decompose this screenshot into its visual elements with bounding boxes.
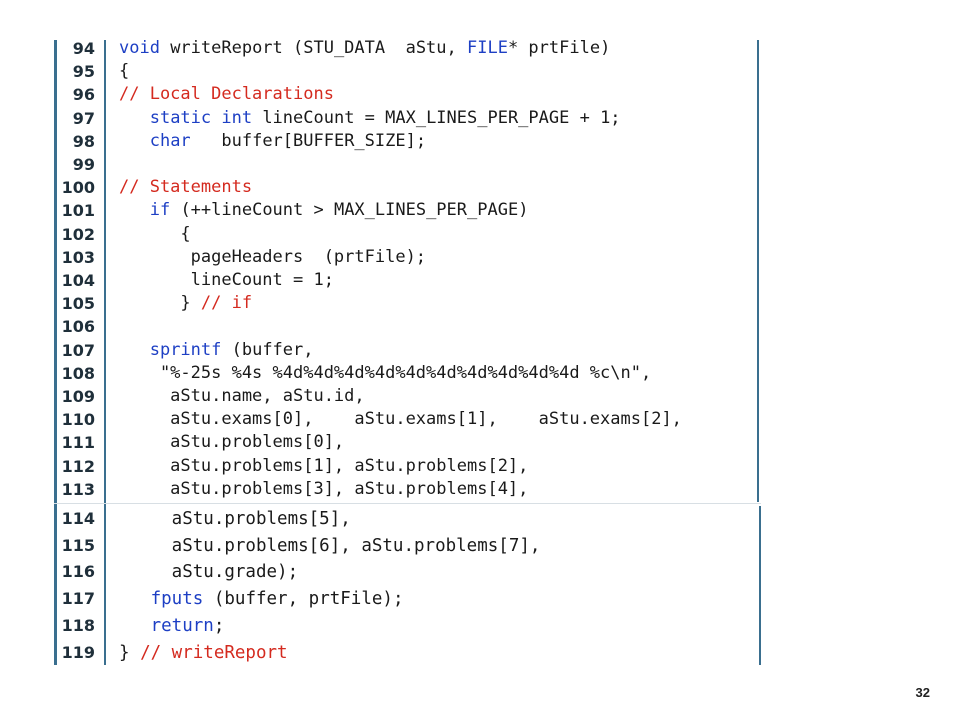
code-text: lineCount = 1; <box>119 269 334 292</box>
code-text: aStu.name, aStu.id, <box>119 385 365 408</box>
code-token: aStu.problems[5], <box>119 509 351 529</box>
code-text: char buffer[BUFFER_SIZE]; <box>119 130 426 153</box>
code-comment: // writeReport <box>140 642 288 663</box>
code-text: aStu.problems[6], aStu.problems[7], <box>119 533 541 559</box>
line-number: 97 <box>72 108 95 128</box>
code-token: aStu.problems[0], <box>119 432 345 453</box>
code-token: aStu.problems[1], aStu.problems[2], <box>119 455 529 476</box>
line-number: 113 <box>61 479 95 499</box>
code-token: pageHeaders (prtFile); <box>119 246 427 267</box>
code-token: aStu.grade); <box>119 562 299 583</box>
line-number: 115 <box>61 535 95 555</box>
gutter-divider <box>104 40 106 665</box>
code-text: aStu.grade); <box>119 559 298 585</box>
line-number: 102 <box>61 224 95 244</box>
code-text: aStu.problems[3], aStu.problems[4], <box>119 478 528 501</box>
code-token: lineCount = MAX_LINES_PER_PAGE + 1; <box>252 107 621 128</box>
code-token: (buffer, <box>221 339 314 360</box>
code-text: "%-25s %4s %4d%4d%4d%4d%4d%4d%4d%4d%4d%4… <box>119 362 651 385</box>
line-number: 119 <box>61 642 95 662</box>
line-number: 107 <box>61 340 95 360</box>
code-token: "%-25s %4s %4d%4d%4d%4d%4d%4d%4d%4d%4d%4… <box>119 362 652 383</box>
code-text: sprintf (buffer, <box>119 339 314 362</box>
line-number: 109 <box>61 387 95 406</box>
line-number: 114 <box>61 509 95 528</box>
section-separator <box>54 503 761 504</box>
code-text: aStu.problems[1], aStu.problems[2], <box>119 455 528 478</box>
code-text: pageHeaders (prtFile); <box>119 246 426 269</box>
line-number: 116 <box>61 562 95 582</box>
line-number: 111 <box>61 433 95 453</box>
code-token: { <box>119 61 130 82</box>
code-text: aStu.exams[0], aStu.exams[1], aStu.exams… <box>119 408 682 431</box>
code-token: (buffer, prtFile); <box>203 589 404 610</box>
code-keyword: void <box>119 38 160 58</box>
right-border-upper <box>757 40 759 502</box>
right-border-lower <box>759 506 761 665</box>
code-text: aStu.problems[5], <box>119 506 351 532</box>
line-number: 117 <box>61 589 95 609</box>
code-token: buffer[BUFFER_SIZE]; <box>190 130 427 151</box>
code-comment: // Local Declarations <box>119 84 334 105</box>
code-token: lineCount = 1; <box>119 270 334 290</box>
code-text: } // writeReport <box>119 640 288 666</box>
code-token <box>119 340 150 360</box>
code-keyword: char <box>149 130 191 151</box>
line-number: 100 <box>61 178 95 198</box>
code-text: void writeReport (STU_DATA aStu, FILE* p… <box>119 37 610 60</box>
line-number: 98 <box>72 131 95 151</box>
code-token <box>119 589 151 609</box>
line-number: 104 <box>61 271 95 290</box>
line-number: 96 <box>72 85 95 105</box>
code-comment: // Statements <box>119 177 253 198</box>
line-number: 101 <box>61 201 95 221</box>
code-keyword: if <box>149 200 171 221</box>
code-token: ; <box>213 615 225 636</box>
code-text: fputs (buffer, prtFile); <box>119 586 404 612</box>
line-number: 110 <box>61 410 95 430</box>
code-keyword: return <box>150 615 214 636</box>
line-number: 106 <box>61 317 95 337</box>
line-number: 95 <box>72 62 95 82</box>
code-token: } <box>119 642 141 663</box>
line-number: 94 <box>72 39 95 58</box>
code-token <box>119 108 150 128</box>
line-number: 105 <box>61 294 95 314</box>
code-keyword: fputs <box>150 589 204 610</box>
code-token <box>119 200 150 220</box>
line-number: 112 <box>61 456 95 476</box>
code-text: aStu.problems[0], <box>119 431 344 454</box>
line-number: 108 <box>61 363 95 383</box>
code-text: { <box>119 223 191 246</box>
code-token: (++lineCount > MAX_LINES_PER_PAGE) <box>170 200 529 221</box>
code-keyword: sprintf <box>149 339 222 360</box>
line-number: 103 <box>61 247 95 267</box>
code-token: writeReport (STU_DATA aStu, <box>159 38 467 58</box>
code-token: } <box>119 293 201 314</box>
code-keyword: static int <box>149 107 253 128</box>
line-number: 99 <box>72 155 95 174</box>
code-token: { <box>119 223 191 244</box>
slide-number: 32 <box>915 685 930 700</box>
code-text: } // if <box>119 292 252 315</box>
code-text: // Statements <box>119 176 252 199</box>
code-text: // Local Declarations <box>119 83 334 106</box>
code-comment: // if <box>200 293 253 314</box>
code-token: aStu.problems[3], aStu.problems[4], <box>119 478 529 499</box>
code-text: if (++lineCount > MAX_LINES_PER_PAGE) <box>119 199 529 222</box>
code-keyword: FILE <box>467 38 508 58</box>
line-number: 118 <box>61 615 95 635</box>
left-border <box>54 40 57 665</box>
code-text: { <box>119 60 129 83</box>
code-token: * prtFile) <box>507 38 611 58</box>
code-text: return; <box>119 613 225 639</box>
code-token: aStu.exams[0], aStu.exams[1], aStu.exams… <box>119 409 682 430</box>
code-token <box>119 131 150 151</box>
code-token: aStu.name, aStu.id, <box>119 386 365 406</box>
code-token <box>119 616 151 636</box>
code-token: aStu.problems[6], aStu.problems[7], <box>119 535 541 556</box>
code-text: static int lineCount = MAX_LINES_PER_PAG… <box>119 107 621 130</box>
